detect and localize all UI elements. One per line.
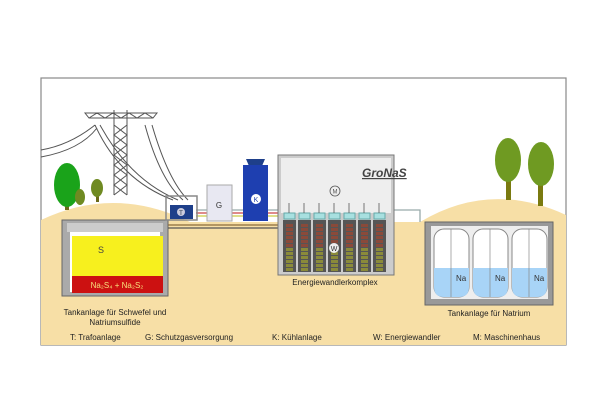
- transformer-unit: T: [165, 195, 198, 221]
- svg-text:M: M: [333, 190, 338, 196]
- sodium-container: Na: [511, 228, 548, 298]
- sulfur-tank-label-1: Tankanlage für Schwefel und: [64, 308, 167, 317]
- legend: T: Trafoanlage G: Schutzgasversorgung K:…: [70, 333, 540, 342]
- sodium-label: Na: [456, 274, 467, 283]
- legend-item: M: Maschinenhaus: [473, 333, 540, 342]
- legend-item: W: Energiewandler: [373, 333, 441, 342]
- energy-converter-cell: [358, 203, 371, 272]
- sulfur-tank-label-2: Natriumsulfide: [89, 318, 141, 327]
- power-pylon-icon: [40, 110, 189, 201]
- svg-text:G: G: [216, 201, 222, 210]
- legend-item: K: Kühlanlage: [272, 333, 322, 342]
- energy-converter-cell: [343, 203, 356, 272]
- energy-converter-cell: [328, 203, 341, 272]
- cooling-unit: K: [243, 159, 268, 221]
- sulfur-label: S: [98, 245, 104, 255]
- svg-text:K: K: [254, 197, 259, 204]
- energy-converter-cell: [298, 203, 311, 272]
- svg-text:W: W: [331, 246, 338, 253]
- sodium-label: Na: [534, 274, 545, 283]
- sodium-container: Na: [472, 228, 509, 298]
- protective-gas-unit: G: [206, 184, 233, 222]
- sodium-label: Na: [495, 274, 506, 283]
- sodium-container: Na: [433, 228, 470, 298]
- energy-converter-cell: [283, 203, 296, 272]
- energy-converter-complex: GroNaS M W: [277, 154, 407, 276]
- energy-converter-cell: [313, 203, 326, 272]
- energy-converter-cell: [373, 203, 386, 272]
- tree-icon: [495, 138, 554, 206]
- sodium-tank-label: Tankanlage für Natrium: [448, 309, 531, 318]
- legend-item: T: Trafoanlage: [70, 333, 121, 342]
- sulfide-label: Na₂S₄ + Na₂S₂: [91, 281, 144, 290]
- tree-icon: [54, 163, 103, 210]
- svg-text:T: T: [179, 211, 183, 217]
- sodium-tank: Na Na Na: [424, 221, 554, 306]
- sulfur-tank: S Na₂S₄ + Na₂S₂: [61, 219, 169, 297]
- complex-label: Energiewandlerkomplex: [292, 278, 377, 287]
- legend-item: G: Schutzgasversorgung: [145, 333, 233, 342]
- gronas-logo: GroNaS: [362, 166, 407, 180]
